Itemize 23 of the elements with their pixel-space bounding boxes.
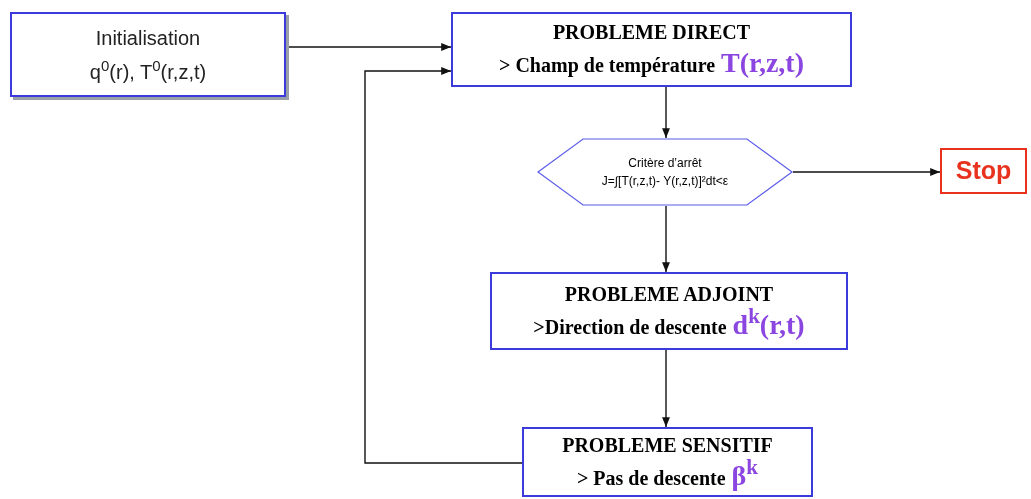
heading-text: PROBLEME SENSITIF [562, 432, 773, 457]
formula-text: T(r,z,t) [721, 48, 804, 78]
process-box [522, 427, 813, 497]
heading-text: PROBLEME DIRECT [552, 20, 751, 44]
body-text: > Champ de température [499, 53, 716, 79]
arrow [364, 67, 523, 464]
arrow [662, 349, 670, 428]
process-box [451, 12, 852, 87]
body-text: > Pas de descente [576, 465, 726, 491]
process-box [490, 272, 848, 350]
heading-text: Initialisation [95, 25, 201, 50]
arrow [662, 86, 670, 139]
stop-box: Stop [940, 148, 1027, 194]
criterion-title: Critère d’arrêt [628, 155, 702, 172]
criterion-formula: J=∫[T(r,z,t)- Y(r,z,t)]²dt<ε [601, 173, 729, 190]
process-box [10, 12, 286, 97]
arrow [792, 168, 941, 176]
body-text: >Direction de descente [533, 314, 727, 340]
heading-text: PROBLEME ADJOINT [564, 281, 774, 306]
formula-text: β$^{k}$ [731, 460, 758, 491]
formula-text: d$^{k}$(r,t) [732, 309, 805, 340]
arrow [662, 205, 670, 273]
formula-text: q$^{0}$(r), T$^{0}$(r,z,t) [89, 59, 207, 84]
